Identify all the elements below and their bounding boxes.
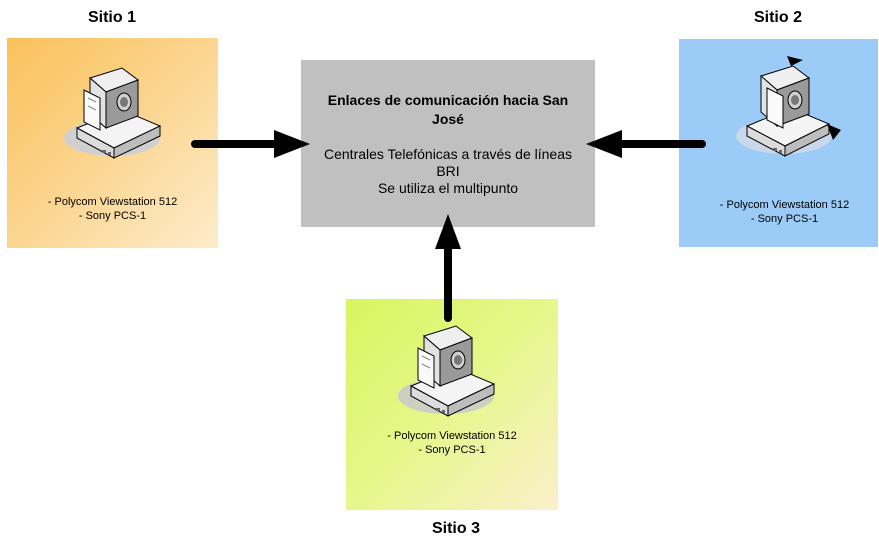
central-link-box: Enlaces de comunicación hacia San José C… (301, 60, 595, 227)
site-1-item-1: - Polycom Viewstation 512 (47, 196, 178, 208)
central-link-body-line-1: Centrales Telefónicas a través de líneas (324, 146, 572, 162)
arrow-site-3-to-center (435, 214, 461, 322)
site-2-item-1: - Polycom Viewstation 512 (719, 199, 850, 211)
site-1-item-2: - Sony PCS-1 (78, 210, 147, 222)
site-3-item-2: - Sony PCS-1 (418, 444, 486, 456)
site-1-title: Sitio 1 (87, 9, 136, 26)
site-2-title: Sitio 2 (753, 9, 802, 26)
site-3-box: - Polycom Viewstation 512 - Sony PCS-1 (346, 299, 558, 510)
central-link-title-line-2: José (432, 111, 464, 127)
site-3-title: Sitio 3 (431, 520, 480, 537)
central-link-title-line-1: Enlaces de comunicación hacia San (327, 92, 569, 108)
arrow-site-2-to-center (586, 130, 706, 158)
videoconference-camera-icon (64, 67, 162, 159)
site-2-item-2: - Sony PCS-1 (750, 213, 819, 225)
videoconference-camera-icon (736, 56, 841, 157)
arrow-site-1-to-center (191, 130, 310, 158)
site-2-equipment-list: - Polycom Viewstation 512 - Sony PCS-1 (679, 198, 879, 226)
central-link-body-line-3: Se utiliza el multipunto (377, 180, 519, 196)
site-1-equipment-list: - Polycom Viewstation 512 - Sony PCS-1 (7, 195, 218, 223)
site-2-box: - Polycom Viewstation 512 - Sony PCS-1 (679, 39, 878, 247)
central-link-description: Centrales Telefónicas a través de líneas… (301, 146, 595, 197)
site-1-box: - Polycom Viewstation 512 - Sony PCS-1 (7, 38, 218, 248)
site-3-equipment-list: - Polycom Viewstation 512 - Sony PCS-1 (346, 429, 558, 457)
videoconference-camera-icon (398, 325, 496, 417)
central-link-title: Enlaces de comunicación hacia San José (301, 91, 595, 129)
site-3-item-1: - Polycom Viewstation 512 (387, 430, 517, 442)
central-link-body-line-2: BRI (436, 163, 460, 179)
